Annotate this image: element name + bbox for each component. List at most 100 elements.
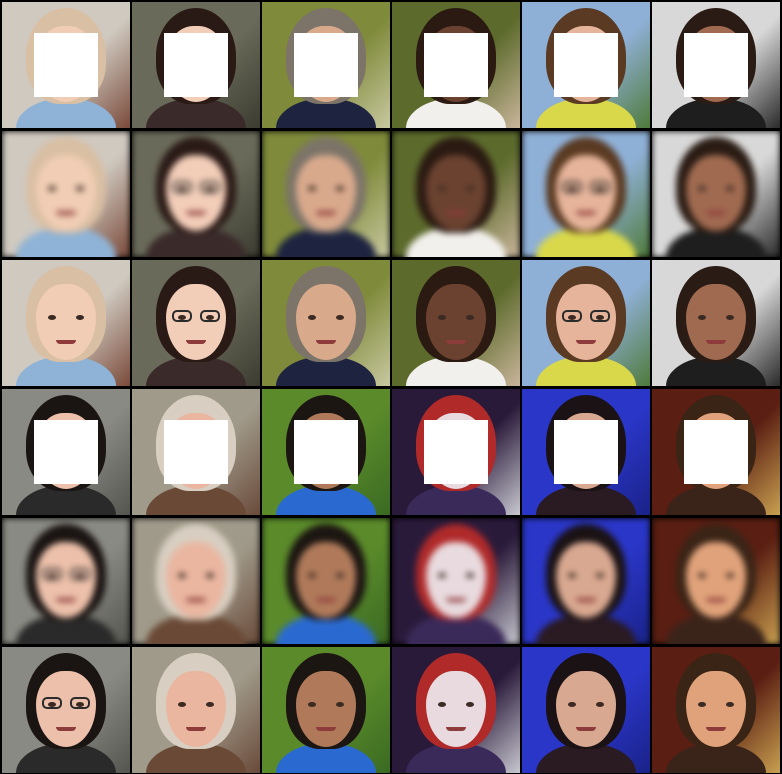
photo-tile-smiling-woman-final-output (652, 260, 780, 386)
occlusion-mask (684, 420, 748, 484)
subject-mouth (706, 211, 726, 215)
occlusion-mask (554, 420, 618, 484)
subject-mouth (56, 727, 76, 731)
subject-mouth (446, 211, 466, 215)
subject-mouth (446, 598, 466, 602)
subject-mouth (706, 340, 726, 344)
right-eye (76, 702, 84, 707)
subject-face (296, 542, 356, 618)
subject-face (296, 284, 356, 360)
subject-mouth (56, 211, 76, 215)
subject-face (426, 284, 486, 360)
occlusion-mask (424, 33, 488, 97)
right-eye (76, 573, 84, 578)
photo-tile-woman-microphone-blurry-reconstruction (522, 518, 650, 644)
left-eye (568, 315, 576, 320)
left-eye (178, 702, 186, 707)
subject-mouth (186, 211, 206, 215)
left-eye (178, 186, 186, 191)
photo-tile-woman-microphone-masked-input (522, 389, 650, 515)
subject-face (166, 542, 226, 618)
subject-face (166, 671, 226, 747)
left-eye (568, 573, 576, 578)
glasses-lens (172, 310, 192, 322)
occlusion-mask (34, 420, 98, 484)
occlusion-mask (34, 33, 98, 97)
left-eye (308, 186, 316, 191)
photo-tile-woman-headphones-masked-input (2, 389, 130, 515)
right-eye (596, 702, 604, 707)
photo-tile-young-man-final-output (522, 260, 650, 386)
right-eye (596, 573, 604, 578)
photo-tile-girl-braids-final-output (392, 260, 520, 386)
left-eye (438, 315, 446, 320)
subject-face (426, 671, 486, 747)
right-eye (336, 186, 344, 191)
right-eye (206, 315, 214, 320)
photo-tile-older-man-final-output (262, 260, 390, 386)
photo-tile-young-man-masked-input (522, 2, 650, 128)
subject-mouth (576, 211, 596, 215)
photo-tile-young-man-blurry-reconstruction (522, 131, 650, 257)
photo-tile-young-woman-masked-input (132, 2, 260, 128)
glasses-lens (70, 568, 90, 580)
subject-mouth (576, 598, 596, 602)
subject-face (686, 671, 746, 747)
left-eye (308, 573, 316, 578)
photo-tile-young-woman-final-output (132, 260, 260, 386)
left-eye (438, 186, 446, 191)
photo-tile-young-man-dark-final-output (652, 647, 780, 773)
right-eye (596, 315, 604, 320)
occlusion-mask (294, 420, 358, 484)
right-eye (76, 186, 84, 191)
photo-tile-boy-masked-input (262, 389, 390, 515)
photo-tile-boy-blurry-reconstruction (262, 518, 390, 644)
subject-mouth (186, 598, 206, 602)
occlusion-mask (684, 33, 748, 97)
right-eye (466, 702, 474, 707)
photo-tile-woman-microphone-final-output (522, 647, 650, 773)
subject-mouth (576, 727, 596, 731)
subject-face (166, 284, 226, 360)
left-eye (178, 573, 186, 578)
glasses-lens (562, 181, 582, 193)
left-eye (698, 186, 706, 191)
right-eye (466, 315, 474, 320)
glasses-lens (590, 310, 610, 322)
glasses-lens (200, 181, 220, 193)
photo-tile-boy-final-output (262, 647, 390, 773)
subject-face (296, 671, 356, 747)
photo-tile-pink-hair-woman-final-output (132, 647, 260, 773)
occlusion-mask (294, 33, 358, 97)
photo-tile-pink-hair-woman-blurry-reconstruction (132, 518, 260, 644)
right-eye (466, 186, 474, 191)
left-eye (48, 315, 56, 320)
right-eye (726, 573, 734, 578)
occlusion-mask (164, 420, 228, 484)
subject-mouth (706, 727, 726, 731)
subject-face (686, 542, 746, 618)
subject-face (426, 155, 486, 231)
subject-face (556, 155, 616, 231)
subject-face (36, 671, 96, 747)
photo-tile-young-man-dark-blurry-reconstruction (652, 518, 780, 644)
right-eye (336, 702, 344, 707)
subject-mouth (56, 598, 76, 602)
subject-face (36, 155, 96, 231)
subject-mouth (56, 340, 76, 344)
subject-mouth (446, 340, 466, 344)
subject-mouth (316, 598, 336, 602)
glasses-lens (42, 697, 62, 709)
right-eye (596, 186, 604, 191)
subject-mouth (186, 340, 206, 344)
left-eye (568, 186, 576, 191)
occlusion-mask (424, 420, 488, 484)
glasses-lens (590, 181, 610, 193)
right-eye (466, 573, 474, 578)
subject-face (686, 155, 746, 231)
left-eye (178, 315, 186, 320)
left-eye (698, 315, 706, 320)
subject-mouth (446, 727, 466, 731)
subject-face (556, 671, 616, 747)
